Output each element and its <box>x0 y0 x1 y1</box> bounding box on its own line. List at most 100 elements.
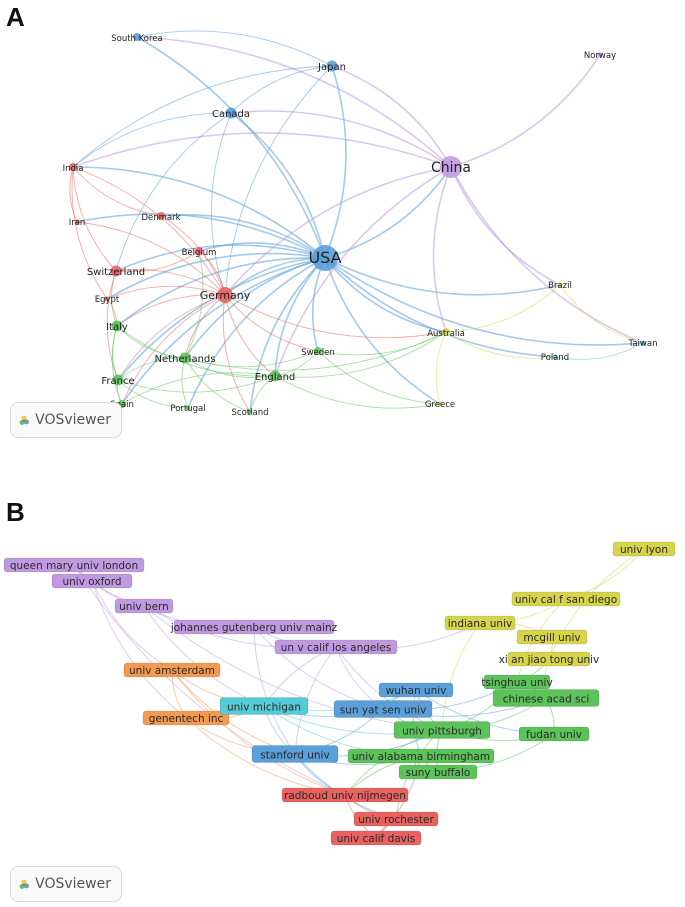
country-link <box>106 285 226 300</box>
country-node-poland[interactable] <box>552 354 558 360</box>
country-link <box>274 257 326 377</box>
institution-link <box>441 622 481 731</box>
institution-label-mainz: johannes gutenberg univ mainz <box>170 622 338 634</box>
country-node-portugal[interactable] <box>185 405 191 411</box>
country-node-switzerland[interactable] <box>110 265 122 277</box>
vosviewer-logo-icon <box>19 879 29 889</box>
institution-node-rochester[interactable]: univ rochester <box>353 811 439 827</box>
institution-label-xjtu: xi an jiao tong univ <box>499 654 600 666</box>
country-link <box>230 65 333 114</box>
institution-node-cas[interactable]: chinese acad sci <box>492 689 600 707</box>
institution-node-davis[interactable]: univ calif davis <box>330 830 422 846</box>
country-link <box>115 269 226 296</box>
country-node-norway[interactable] <box>597 52 603 58</box>
country-node-japan[interactable] <box>326 60 338 72</box>
country-node-taiwan[interactable] <box>640 340 646 346</box>
vosviewer-badge-b: VOSviewer <box>10 866 122 902</box>
institution-node-fudan[interactable]: fudan univ <box>518 726 590 742</box>
institution-node-qmul[interactable]: queen mary univ london <box>3 557 145 573</box>
country-link <box>331 65 452 168</box>
country-node-netherlands[interactable] <box>179 352 191 364</box>
country-node-greece[interactable] <box>437 401 443 407</box>
country-link <box>72 166 326 259</box>
institution-node-stanford[interactable]: stanford univ <box>251 745 339 763</box>
country-label-brazil: Brazil <box>548 281 572 291</box>
vosviewer-badge-a: VOSviewer <box>10 402 122 438</box>
country-node-sweden[interactable] <box>314 347 322 355</box>
institution-label-michigan: univ michigan <box>227 702 301 714</box>
country-link <box>445 284 561 333</box>
country-node-southkorea[interactable] <box>133 33 141 41</box>
institution-node-oxford[interactable]: univ oxford <box>51 573 133 589</box>
country-node-germany[interactable] <box>217 287 233 303</box>
institution-node-genentech[interactable]: genentech inc <box>142 710 230 726</box>
institution-node-radboud[interactable]: radboud univ nijmegen <box>281 787 409 803</box>
country-node-belgium[interactable] <box>195 247 203 255</box>
country-node-france[interactable] <box>112 374 124 386</box>
country-label-india: India <box>63 164 84 174</box>
institution-label-tsinghua: tsinghua univ <box>481 677 552 689</box>
country-label-sweden: Sweden <box>301 348 335 358</box>
institution-node-pitt[interactable]: univ pittsburgh <box>393 721 491 739</box>
country-link <box>324 257 644 346</box>
institution-node-tsinghua[interactable]: tsinghua univ <box>481 674 553 690</box>
country-link <box>71 166 108 300</box>
country-link <box>69 166 78 223</box>
institution-node-bern[interactable]: univ bern <box>114 598 174 614</box>
country-node-australia[interactable] <box>442 328 450 336</box>
country-link <box>72 166 117 272</box>
country-link <box>116 294 226 327</box>
country-link <box>450 166 644 344</box>
institution-node-wuhan[interactable]: wuhan univ <box>378 682 454 698</box>
institution-link <box>73 564 346 796</box>
country-node-england[interactable] <box>269 370 281 382</box>
country-link <box>106 252 326 300</box>
country-node-denmark[interactable] <box>157 212 165 220</box>
institution-link <box>91 580 187 719</box>
institution-node-indiana[interactable]: indiana univ <box>444 615 516 631</box>
country-node-china[interactable] <box>440 156 462 178</box>
country-node-canada[interactable] <box>225 107 237 119</box>
country-node-scotland[interactable] <box>247 409 253 415</box>
country-node-usa[interactable] <box>312 245 338 271</box>
institution-node-mcgill[interactable]: mcgill univ <box>516 629 588 645</box>
country-label-australia: Australia <box>427 329 465 339</box>
institution-node-mainz[interactable]: johannes gutenberg univ mainz <box>170 619 338 635</box>
institution-node-uab[interactable]: univ alabama birmingham <box>347 748 495 764</box>
country-link <box>224 65 333 296</box>
country-node-brazil[interactable] <box>557 282 563 288</box>
institution-node-ucsd[interactable]: univ cal f san diego <box>511 591 621 607</box>
country-label-usa: USA <box>308 248 341 267</box>
country-label-southkorea: South Korea <box>111 34 163 44</box>
country-link <box>121 372 276 405</box>
institution-link <box>253 626 296 755</box>
country-link <box>76 213 326 259</box>
institution-node-ucla[interactable]: un v calif los angeles <box>274 639 398 655</box>
country-node-india[interactable] <box>69 163 77 171</box>
country-link <box>222 294 251 413</box>
institution-node-xjtu[interactable]: xi an jiao tong univ <box>499 651 600 667</box>
country-label-england: England <box>255 372 296 383</box>
institution-label-ucsd: univ cal f san diego <box>515 594 617 606</box>
country-node-egypt[interactable] <box>104 296 110 302</box>
country-link <box>184 250 204 359</box>
institution-node-buffalo[interactable]: suny buffalo <box>398 764 478 780</box>
country-link <box>76 221 226 296</box>
country-label-norway: Norway <box>584 51 616 61</box>
vosviewer-logo-icon <box>19 415 29 425</box>
institution-node-michigan[interactable]: univ michigan <box>219 697 309 715</box>
institution-node-amsterdam[interactable]: univ amsterdam <box>123 662 221 678</box>
country-link <box>554 342 644 360</box>
country-link <box>317 331 447 356</box>
country-node-iran[interactable] <box>74 219 80 225</box>
country-label-denmark: Denmark <box>141 213 180 223</box>
country-label-iran: Iran <box>69 218 86 228</box>
institution-node-sysu[interactable]: sun yat sen univ <box>333 700 433 718</box>
country-link <box>184 357 276 379</box>
country-link <box>116 325 276 377</box>
country-node-italy[interactable] <box>111 320 123 332</box>
country-link <box>224 294 447 339</box>
institution-node-lyon[interactable]: univ lyon <box>612 541 676 557</box>
